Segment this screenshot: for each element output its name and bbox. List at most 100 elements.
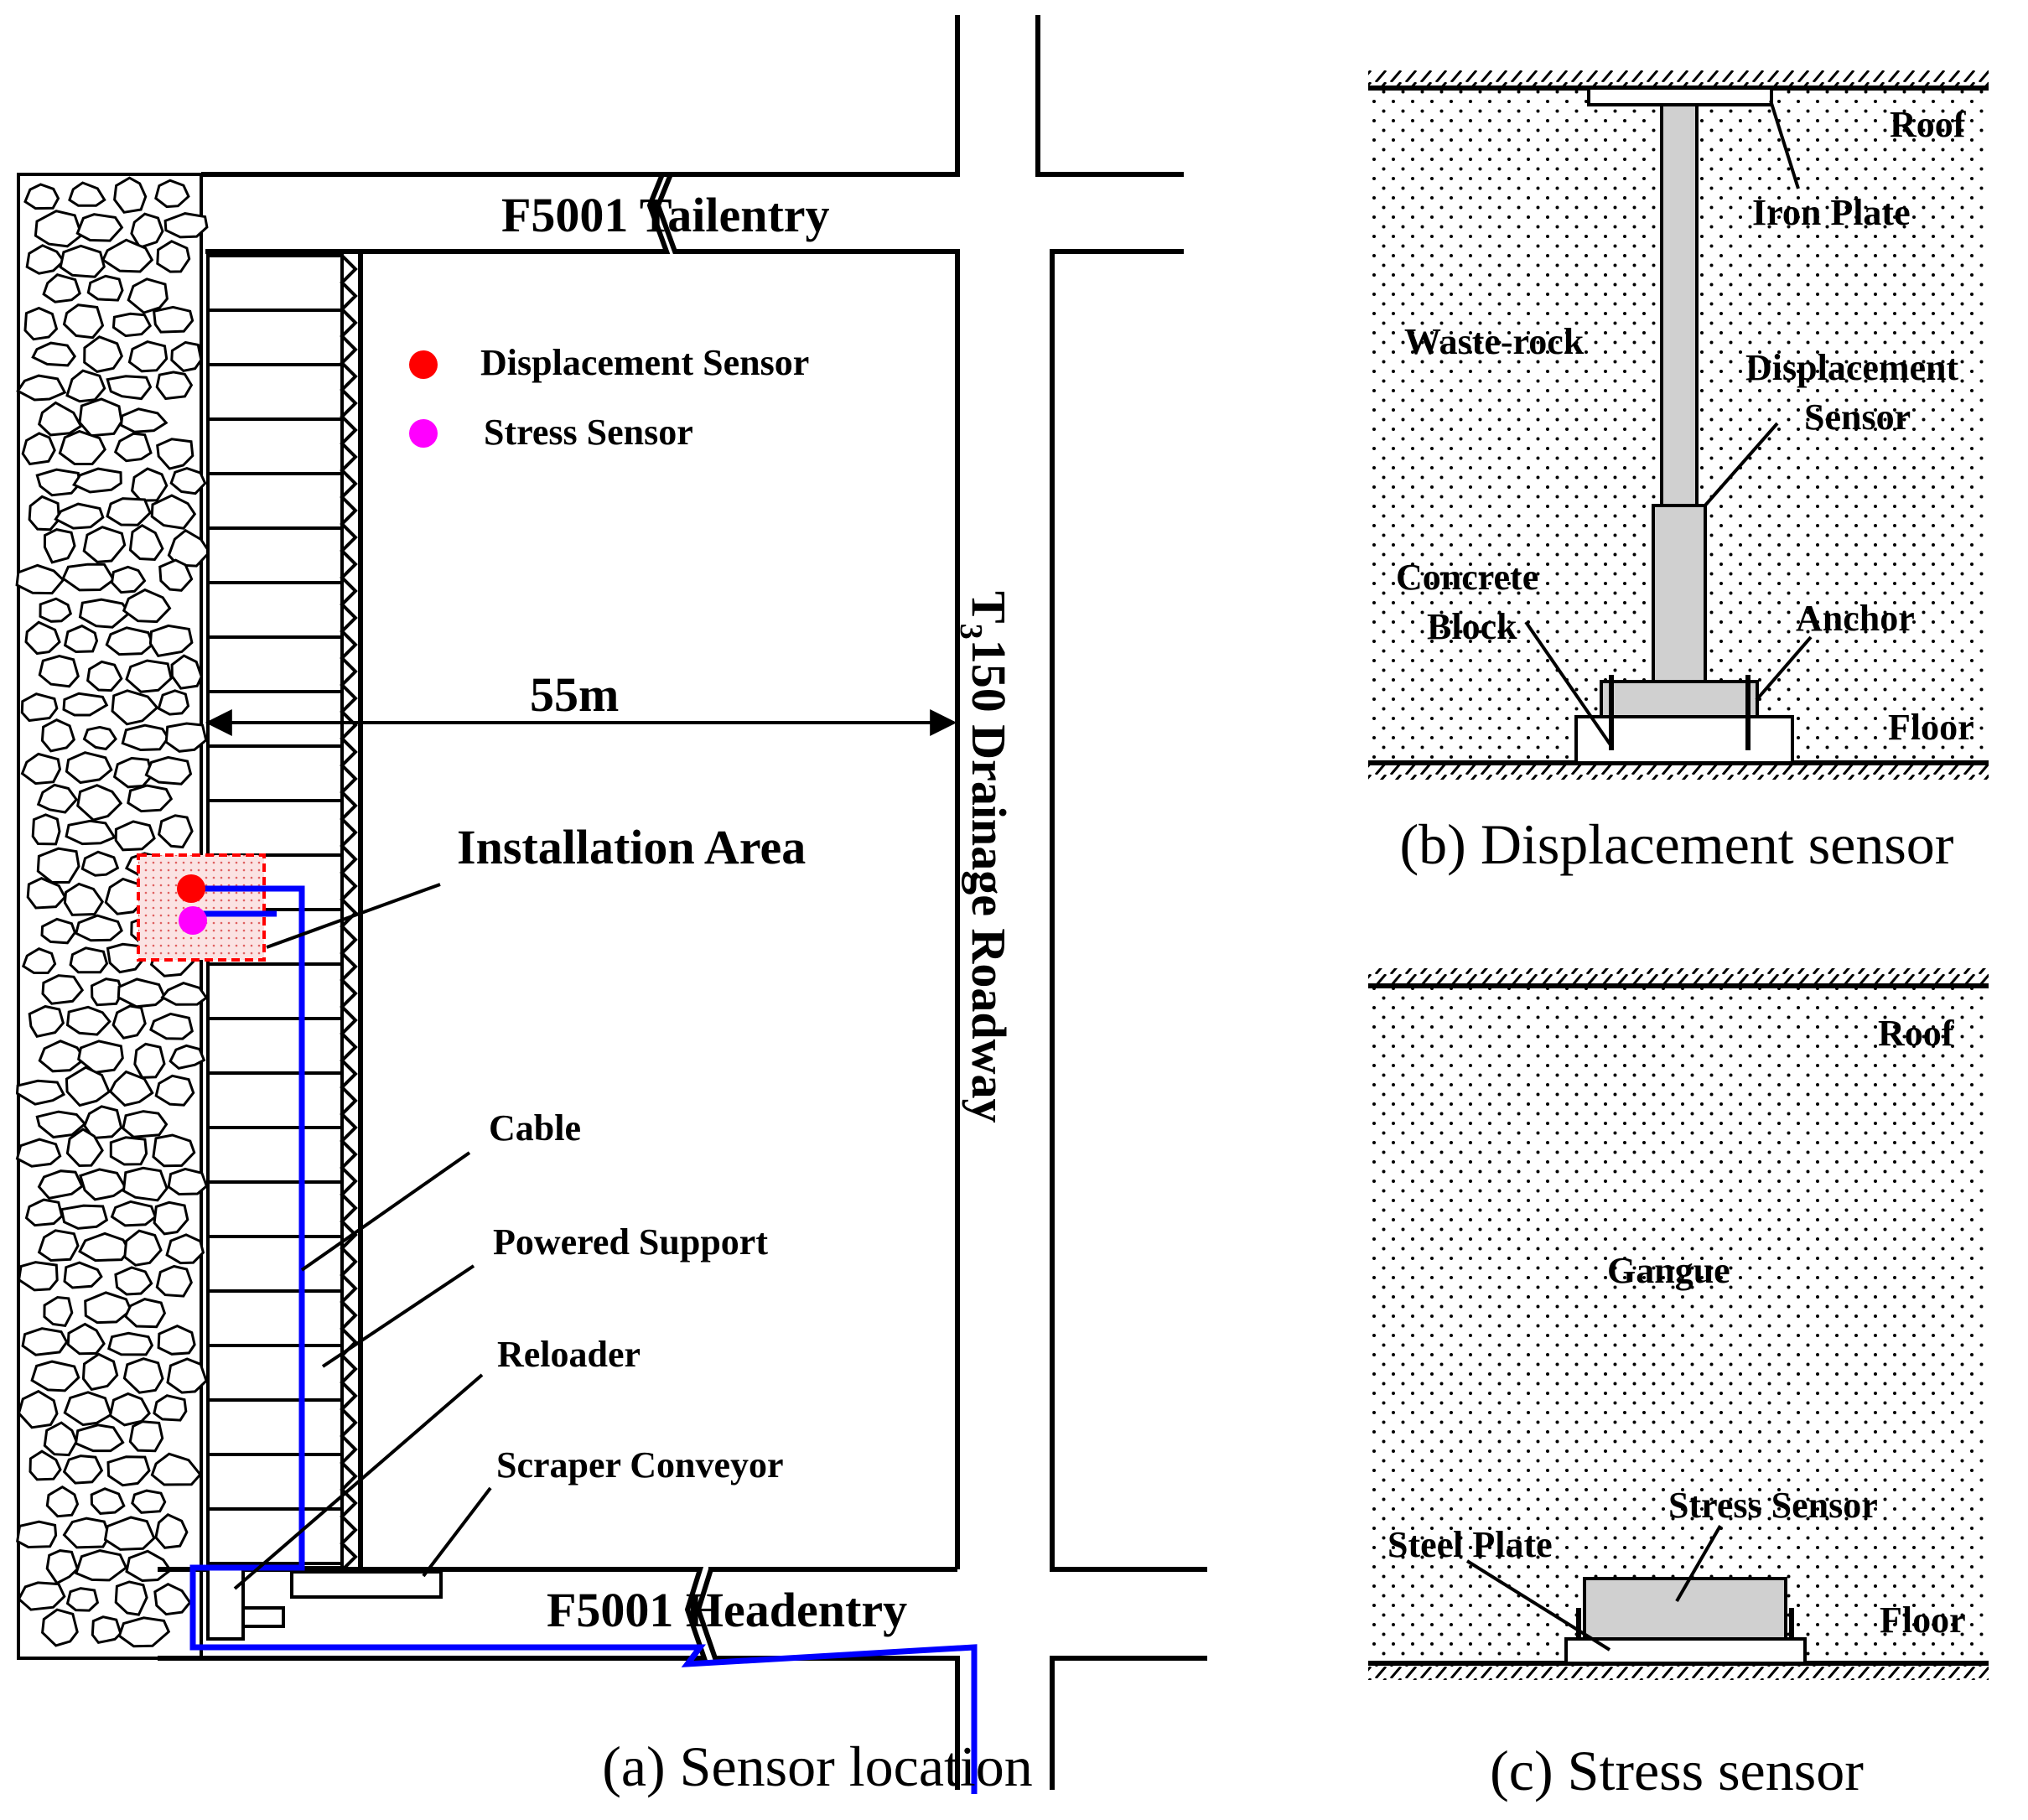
rock-fragment (60, 1204, 109, 1230)
rock-fragment (65, 1066, 111, 1107)
cable-label: Cable (489, 1107, 581, 1149)
cable-leader (300, 1151, 471, 1272)
rock-fragment (157, 689, 190, 716)
powered-support-label: Powered Support (493, 1221, 768, 1263)
rock-fragment (21, 432, 56, 466)
rock-fragment (112, 312, 153, 338)
rock-fragment (78, 1231, 131, 1263)
rock-fragment (35, 468, 81, 497)
roadway-name: 150 Drainage Roadway (962, 640, 1016, 1123)
rock-fragment (169, 467, 207, 495)
headentry-lower-right (695, 1569, 960, 1790)
rock-fragment (113, 176, 148, 214)
rock-fragment (28, 1004, 65, 1038)
reloader-head (241, 1606, 285, 1628)
rock-fragment (68, 181, 106, 207)
rock-fragment (16, 1520, 58, 1549)
roadway-wall-middle (1050, 249, 1207, 1572)
stress-sensor-label: Stress Sensor (1668, 1485, 1878, 1526)
rock-fragment (16, 374, 67, 402)
panel-c-stress-sensor: Roof Gangue Stress Sensor Steel Plate Fl… (1368, 968, 1989, 1802)
rock-fragment (154, 1513, 189, 1549)
rock-fragment (91, 1615, 122, 1645)
rock-fragment (43, 1421, 78, 1457)
rock-fragment (90, 1487, 126, 1515)
rock-fragment (122, 1110, 169, 1138)
rock-fragment (41, 974, 85, 1005)
rock-fragment (131, 1489, 167, 1514)
concrete-block-label-line1: Concrete (1396, 557, 1538, 598)
rock-fragment (125, 1549, 173, 1583)
rock-fragment (65, 1587, 100, 1612)
rock-fragment (128, 524, 164, 561)
rock-fragment (29, 1449, 62, 1481)
rock-fragment (160, 981, 209, 1006)
stress-sensor-marker (179, 906, 207, 935)
rock-fragment (74, 1423, 125, 1453)
rock-fragment (114, 1266, 153, 1296)
rock-fragment (38, 655, 80, 688)
legend-displacement-label: Displacement Sensor (480, 342, 809, 383)
rock-fragment (37, 1169, 84, 1200)
displacement-sensor-label-line2: Sensor (1804, 397, 1911, 438)
rock-fragment (149, 1012, 194, 1040)
sensor-base (1600, 680, 1759, 718)
concrete-block-label-line2: Block (1427, 606, 1517, 647)
rock-fragment (36, 847, 80, 884)
rock-fragment (154, 1074, 195, 1107)
rock-fragment (38, 401, 83, 437)
panel-a-caption: (a) Sensor location (602, 1734, 1033, 1798)
rock-fragment (71, 467, 122, 494)
roof-hatching (1368, 70, 1989, 87)
rock-fragment (43, 1295, 74, 1328)
rock-fragment (119, 407, 169, 433)
rock-fragment (112, 756, 153, 789)
rock-fragment (150, 494, 197, 530)
panel-b-caption: (b) Displacement sensor (1400, 812, 1954, 876)
steel-plate-leader (1465, 1559, 1611, 1651)
headentry-label: F5001 Headentry (547, 1583, 907, 1637)
rock-fragment (65, 751, 113, 785)
svg-text:T3150 Drainage Roadway: T3150 Drainage Roadway (953, 591, 1016, 1123)
floor-hatching (1368, 763, 1989, 780)
headentry-left-wall (158, 1567, 708, 1661)
rock-fragment (86, 274, 124, 302)
rock-fragment (113, 432, 153, 463)
rock-fragment (15, 1138, 62, 1168)
powered-support-units (208, 309, 342, 1565)
rock-fragment (40, 917, 77, 945)
anchor-leader (1755, 635, 1813, 702)
rock-fragment (28, 495, 60, 531)
rock-fragment (111, 689, 159, 726)
rock-fragment (65, 1005, 112, 1036)
rock-fragment (133, 1042, 166, 1079)
rock-fragment (167, 1167, 209, 1196)
rock-fragment (157, 814, 194, 849)
floor-hatching-c (1368, 1663, 1989, 1680)
rock-fragment (39, 597, 73, 623)
displacement-sensor-body (1652, 504, 1707, 683)
rock-fragment (24, 1198, 64, 1227)
rock-fragment (17, 1261, 59, 1292)
rock-fragment (117, 977, 167, 1009)
rock-fragment (158, 558, 194, 592)
rock-fragment (45, 1485, 80, 1518)
tailentry-lower-left-wall (201, 172, 671, 254)
rock-fragment (144, 755, 193, 786)
rock-fragment (127, 784, 174, 813)
anchor-label: Anchor (1796, 598, 1915, 639)
panel-c-roof-label: Roof (1878, 1013, 1955, 1054)
displacement-sensor-leader (1702, 422, 1779, 509)
coal-face-edge (340, 254, 358, 1572)
rock-fragment (130, 212, 164, 249)
waste-rock-label: Waste-rock (1404, 321, 1585, 362)
rock-fragment (166, 1357, 208, 1394)
tailentry-upper-wall (662, 15, 960, 177)
scraper-conveyor-leader (422, 1486, 492, 1578)
rock-fragment (153, 1200, 189, 1236)
rock-fragment (148, 624, 194, 658)
rock-fragment (62, 303, 105, 340)
rock-fragment (154, 179, 190, 209)
rock-fragment (31, 813, 61, 846)
displacement-sensor-marker (177, 874, 205, 903)
